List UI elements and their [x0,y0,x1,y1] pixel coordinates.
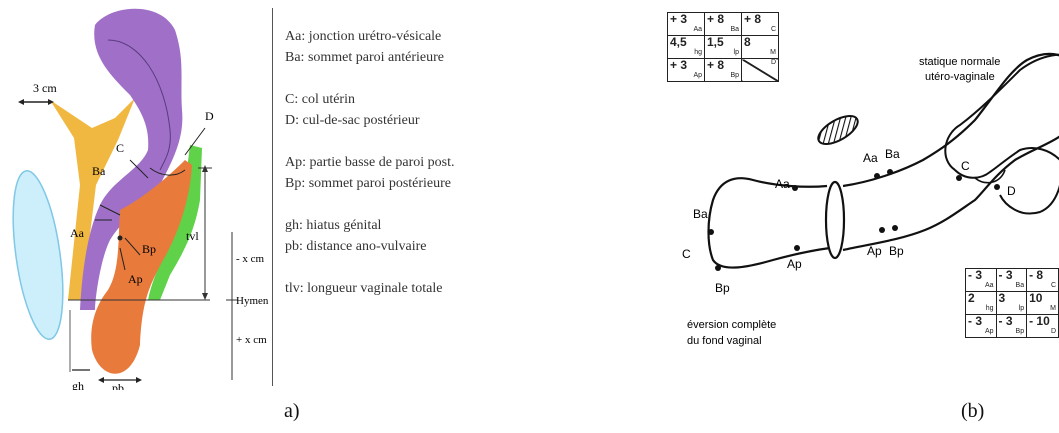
label-Ap: Ap [128,272,143,286]
label-C-left: C [682,247,691,261]
label-Ba-left: Ba [693,207,708,221]
label-D-right: D [1007,184,1016,198]
legend-item: D: cul-de-sac postérieur [285,113,420,128]
everted-vagina-outline [707,177,831,269]
normal-vagina-upper [842,52,1059,188]
uterus-anterior-wall-shape [80,8,183,310]
hymen-ring [824,180,846,260]
pubic-bone-shape [12,170,64,340]
label-eversion: éversion complète [687,319,776,331]
label-Bp-left: Bp [715,281,730,295]
point-Ba-left [708,229,714,235]
legend-group: tlv: longueur vaginale totale [285,278,515,299]
legend-item: gh: hiatus génital [285,218,382,233]
label-Ap-right: Ap [867,244,882,258]
legend-item: Ap: partie basse de paroi post. [285,155,455,170]
legend-group: Ap: partie basse de paroi post. Bp: somm… [285,152,515,194]
label-Aa-right: Aa [863,151,878,165]
prolapse-schematic: Aa Ba C Bp Ap Aa Ba Ap Bp C D statique n… [682,52,1059,347]
label-Ba-right: Ba [885,147,900,161]
label-hymen: Hymen [236,295,269,307]
point-Bp-right [892,225,898,231]
point-C-right [956,175,962,181]
label-pb: pb [112,381,124,390]
anatomy-diagram-panel: 3 cm Ba Aa C D Bp Ap tvl - x cm Hymen + … [0,0,520,395]
urethra-shape [50,98,135,300]
label-gh: gh [72,379,84,390]
caption-a: a) [284,400,300,422]
legend: Aa: jonction urétro-vésicale Ba: sommet … [285,26,515,320]
legend-item: tlv: longueur vaginale totale [285,281,443,296]
label-minus-x: - x cm [236,253,265,265]
pelvic-anatomy-illustration: 3 cm Ba Aa C D Bp Ap tvl - x cm Hymen + … [12,8,269,395]
legend-item: Aa: jonction urétro-vésicale [285,29,442,44]
cervix-line [149,167,186,176]
point-Aa-right [874,173,880,179]
point-D-right [994,184,1000,190]
caption-b: (b) [961,400,985,422]
label-Ap-mid: Ap [787,257,802,271]
uterine-cavity-line [107,39,171,171]
legend-item: C: col utérin [285,92,355,107]
legend-group: C: col utérin D: cul-de-sac postérieur [285,89,515,131]
label-Aa-left: Aa [775,177,790,191]
label-normal: statique normale [919,56,1000,68]
legend-item: pb: distance ano-vulvaire [285,239,427,254]
label-D: D [205,109,214,123]
label-Aa: Aa [70,226,85,240]
point-Bp-left [715,265,721,271]
legend-group: Aa: jonction urétro-vésicale Ba: sommet … [285,26,515,68]
label-Ba: Ba [92,164,106,178]
point-Aa-left [792,185,798,191]
scale-label: 3 cm [33,81,57,95]
rectum-shape [91,160,192,374]
legend-item: Bp: sommet paroi postérieure [285,176,452,191]
legend-group: gh: hiatus génital pb: distance ano-vulv… [285,215,515,257]
divider-line [272,8,273,386]
label-Bp: Bp [142,242,156,256]
point-Ba-right [887,169,893,175]
pop-q-schematic-panel: Aa Ba C Bp Ap Aa Ba Ap Bp C D statique n… [655,0,1059,395]
label-Bp-right: Bp [889,244,904,258]
label-C-right: C [961,159,970,173]
hatched-structure [817,115,859,145]
normal-vagina-lower [842,135,1059,252]
uterus-outline [944,53,1059,215]
label-plus-x: + x cm [236,334,267,346]
grid-cell-slashed: D [741,58,779,82]
point-Ap-left [794,245,800,251]
label-normal-2: utéro-vaginale [925,71,995,83]
label-C: C [116,141,124,155]
point-Ap-right [879,227,885,233]
label-tvl: tvl [186,229,199,243]
label-eversion-2: du fond vaginal [687,335,762,347]
legend-item: Ba: sommet paroi antérieure [285,50,444,65]
